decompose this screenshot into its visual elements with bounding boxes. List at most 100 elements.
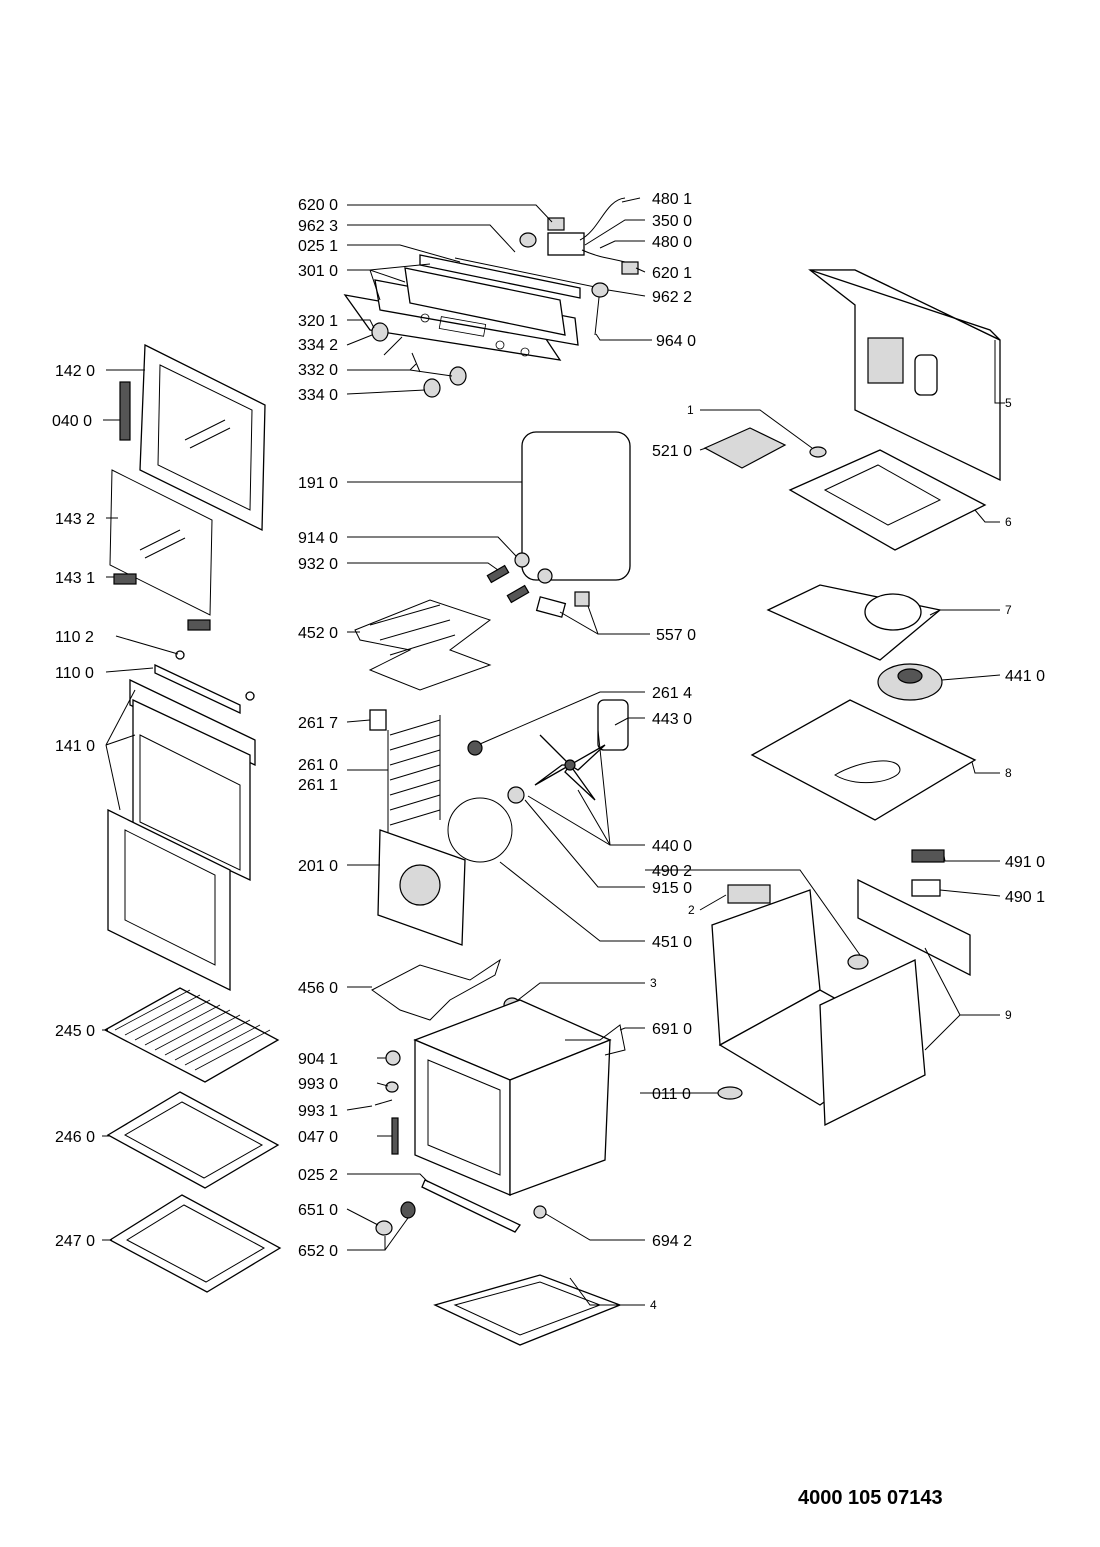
side-rack bbox=[387, 715, 441, 850]
label-964-0: 964 0 bbox=[656, 333, 696, 350]
label-451-0: 451 0 bbox=[652, 934, 692, 951]
knob-lower bbox=[423, 378, 441, 398]
part-652-0 bbox=[400, 1201, 416, 1219]
outer-door-frame-inner bbox=[124, 829, 216, 966]
label-652-0: 652 0 bbox=[298, 1243, 338, 1260]
label-110-2: 110 2 bbox=[55, 629, 94, 646]
label-691-0: 691 0 bbox=[652, 1021, 692, 1038]
wire-shelf-bars bbox=[114, 989, 271, 1071]
switch-upper bbox=[547, 217, 565, 231]
grill-element-coils bbox=[369, 604, 456, 656]
knob-spindle-2 bbox=[411, 352, 421, 373]
label-9: 9 bbox=[1005, 1008, 1012, 1022]
power-board bbox=[703, 427, 787, 469]
label-261-1: 261 1 bbox=[298, 777, 338, 794]
label-962-3: 962 3 bbox=[298, 218, 338, 235]
label-456-0: 456 0 bbox=[298, 980, 338, 997]
label-557-0: 557 0 bbox=[656, 627, 696, 644]
fan-housing-opening bbox=[864, 593, 922, 631]
part-651-0 bbox=[375, 1220, 393, 1236]
label-915-0: 915 0 bbox=[652, 880, 692, 897]
label-694-2: 694 2 bbox=[652, 1233, 692, 1250]
label-201-0: 201 0 bbox=[298, 858, 338, 875]
bracket-plate bbox=[535, 596, 567, 618]
label-320-1: 320 1 bbox=[298, 313, 338, 330]
label-904-1: 904 1 bbox=[298, 1051, 338, 1068]
label-452-0: 452 0 bbox=[298, 625, 338, 642]
control-panel-group bbox=[343, 197, 639, 398]
label-993-0: 993 0 bbox=[298, 1076, 338, 1093]
part-011-0 bbox=[717, 1086, 743, 1100]
outer-door-frame bbox=[107, 808, 231, 992]
label-1: 1 bbox=[687, 403, 694, 417]
encoder-upper bbox=[519, 232, 537, 248]
inner-door-window bbox=[157, 364, 253, 511]
label-6: 6 bbox=[1005, 515, 1012, 529]
lamp-holder-2 bbox=[506, 584, 530, 604]
display-window bbox=[438, 316, 487, 337]
outer-door-window bbox=[139, 734, 241, 871]
deep-tray bbox=[108, 1194, 282, 1293]
encoder-lower bbox=[591, 282, 609, 298]
glass-pane bbox=[109, 469, 213, 616]
lower-element bbox=[371, 958, 501, 1021]
rear-cutout bbox=[914, 354, 938, 396]
plate-cable-loop bbox=[834, 760, 901, 784]
label-993-1: 993 1 bbox=[298, 1103, 338, 1120]
glass-pane-reflection-1 bbox=[139, 529, 181, 551]
label-246-0: 246 0 bbox=[55, 1129, 95, 1146]
label-261-0: 261 0 bbox=[298, 757, 338, 774]
inner-door-frame bbox=[139, 343, 266, 532]
knob-top-left bbox=[371, 322, 389, 342]
part-691-0 bbox=[565, 1024, 626, 1056]
lamp-holder bbox=[486, 564, 510, 584]
part-490-1 bbox=[911, 879, 941, 897]
control-panel-front bbox=[404, 267, 566, 336]
glass-clip-left bbox=[113, 573, 137, 585]
washer-right bbox=[245, 691, 255, 701]
top-cover-recess bbox=[823, 464, 942, 526]
part-1 bbox=[809, 446, 827, 458]
label-143-2: 143 2 bbox=[55, 511, 95, 528]
label-620-0: 620 0 bbox=[298, 197, 338, 214]
label-245-0: 245 0 bbox=[55, 1023, 95, 1040]
label-620-1: 620 1 bbox=[652, 265, 692, 282]
bottom-trim bbox=[421, 1179, 521, 1233]
label-261-7: 261 7 bbox=[298, 715, 338, 732]
knob-hole-mid bbox=[495, 340, 505, 350]
label-2: 2 bbox=[688, 903, 695, 917]
oven-cavity bbox=[413, 999, 612, 1196]
door-hinge bbox=[119, 381, 131, 441]
label-440-0: 440 0 bbox=[652, 838, 692, 855]
part-490-2 bbox=[727, 884, 771, 904]
label-932-0: 932 0 bbox=[298, 556, 338, 573]
label-334-2: 334 2 bbox=[298, 337, 338, 354]
insulation-plate bbox=[750, 699, 977, 821]
label-441-0: 441 0 bbox=[1005, 668, 1045, 685]
top-cover-panel bbox=[788, 449, 987, 551]
connector-block bbox=[574, 591, 590, 607]
knob-spindle-1 bbox=[383, 336, 403, 356]
label-334-0: 334 0 bbox=[298, 387, 338, 404]
label-914-0: 914 0 bbox=[298, 530, 338, 547]
right-parts-group bbox=[703, 269, 1001, 1127]
label-480-1: 480 1 bbox=[652, 191, 692, 208]
baking-tray-inner bbox=[123, 1101, 264, 1179]
label-8: 8 bbox=[1005, 766, 1012, 780]
label-011-0: 011 0 bbox=[652, 1086, 691, 1103]
label-143-1: 143 1 bbox=[55, 570, 95, 587]
baking-tray bbox=[106, 1091, 280, 1189]
rear-panel-fan-grid bbox=[399, 864, 441, 906]
part-993-1-screw bbox=[374, 1099, 393, 1106]
electronic-board bbox=[547, 232, 585, 256]
label-350-0: 350 0 bbox=[652, 213, 692, 230]
label-261-4: 261 4 bbox=[652, 685, 692, 702]
glass-pane-reflection-2 bbox=[144, 537, 186, 559]
terminal-block bbox=[911, 849, 945, 863]
door-group bbox=[107, 343, 266, 992]
label-443-0: 443 0 bbox=[652, 711, 692, 728]
knob-right bbox=[449, 366, 467, 386]
label-480-0: 480 0 bbox=[652, 234, 692, 251]
label-247-0: 247 0 bbox=[55, 1233, 95, 1250]
